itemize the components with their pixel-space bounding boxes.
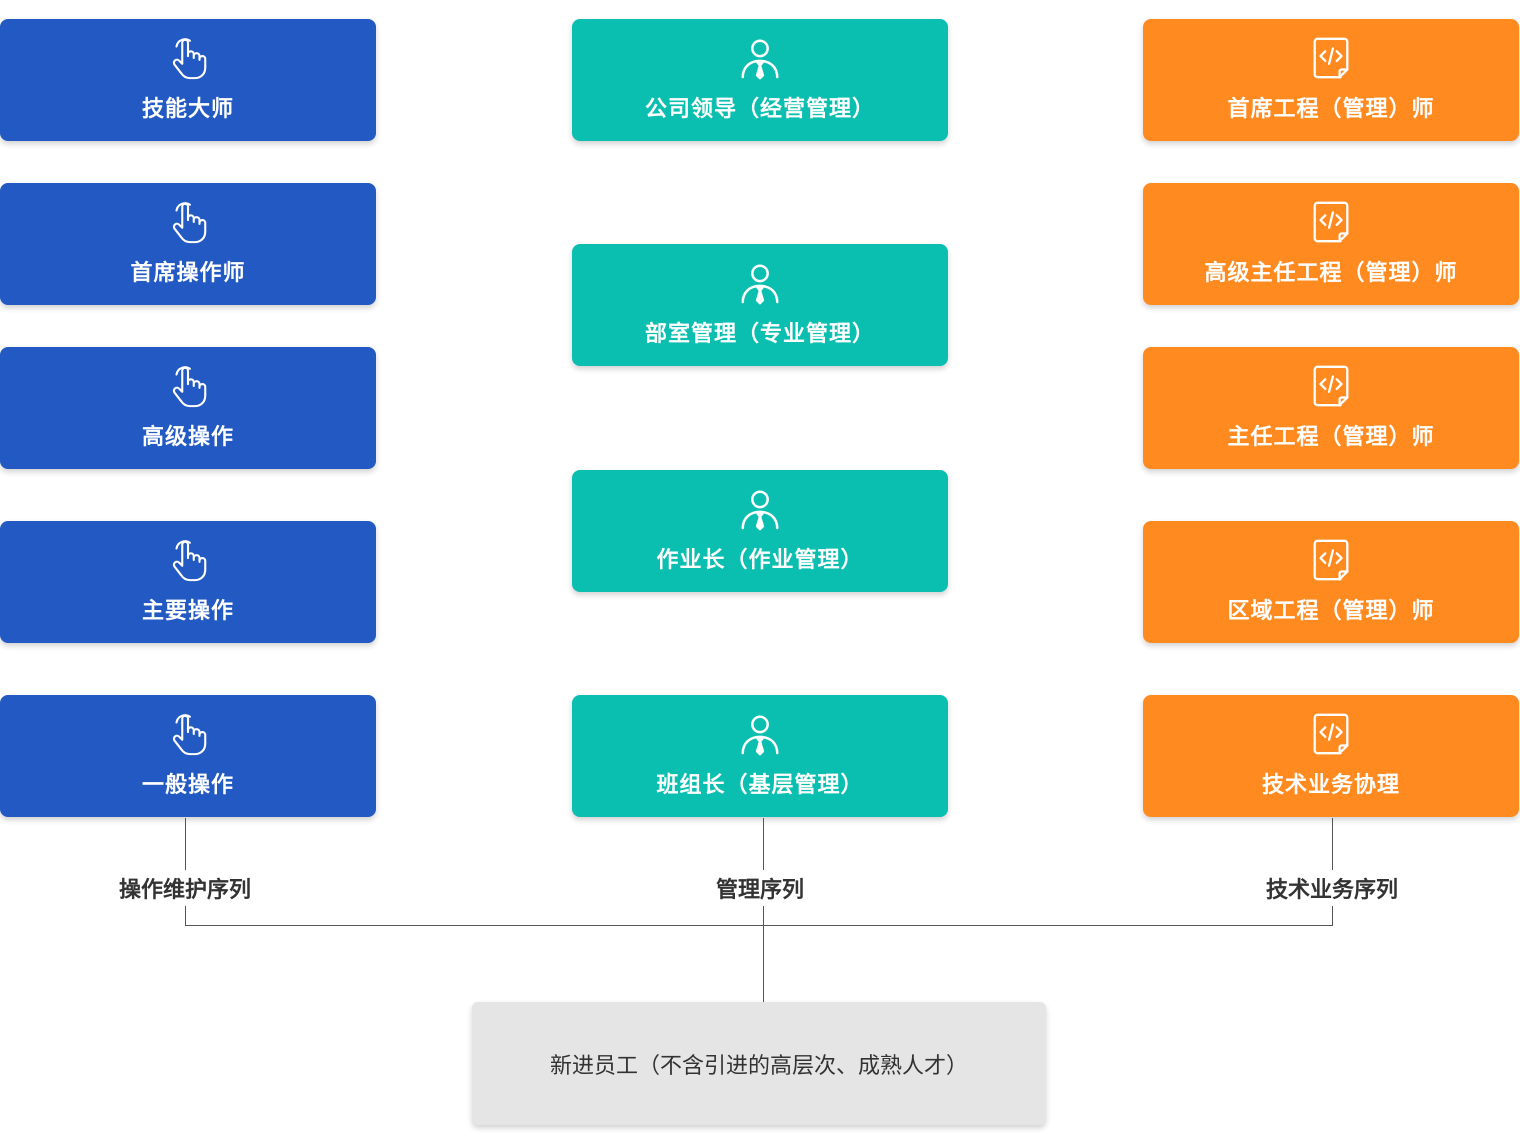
code-file-icon xyxy=(1306,361,1356,411)
technical-card-1: 首席工程（管理）师 xyxy=(1143,19,1519,141)
manager-icon xyxy=(735,709,785,759)
new-employee-label: 新进员工（不含引进的高层次、成熟人才） xyxy=(549,1053,968,1079)
management-item-label: 班组长（基层管理） xyxy=(656,773,864,798)
operation-item-label: 高级操作 xyxy=(141,425,234,450)
connector-operation-upper xyxy=(185,818,186,870)
technical-sequence-label: 技术业务序列 xyxy=(1265,878,1399,903)
code-file-icon xyxy=(1306,535,1356,585)
operation-card-5: 一般操作 xyxy=(0,695,376,817)
operation-card-2: 首席操作师 xyxy=(0,183,376,305)
hand-pointer-icon xyxy=(163,709,213,759)
operation-card-1: 技能大师 xyxy=(0,19,376,141)
management-card-3: 作业长（作业管理） xyxy=(572,470,948,592)
technical-item-label: 区域工程（管理）师 xyxy=(1227,599,1435,624)
technical-card-2: 高级主任工程（管理）师 xyxy=(1143,183,1519,305)
operation-sequence-label: 操作维护序列 xyxy=(118,878,252,903)
technical-card-5: 技术业务协理 xyxy=(1143,695,1519,817)
connector-horizontal xyxy=(185,925,1333,926)
hand-pointer-icon xyxy=(163,535,213,585)
manager-icon xyxy=(735,484,785,534)
operation-item-label: 技能大师 xyxy=(141,97,234,122)
technical-card-3: 主任工程（管理）师 xyxy=(1143,347,1519,469)
technical-item-label: 技术业务协理 xyxy=(1261,773,1400,798)
management-card-4: 班组长（基层管理） xyxy=(572,695,948,817)
operation-item-label: 一般操作 xyxy=(141,773,234,798)
connector-technical-upper xyxy=(1332,818,1333,870)
technical-item-label: 首席工程（管理）师 xyxy=(1227,97,1435,122)
technical-item-label: 高级主任工程（管理）师 xyxy=(1204,261,1458,286)
hand-pointer-icon xyxy=(163,361,213,411)
new-employee-box: 新进员工（不含引进的高层次、成熟人才） xyxy=(472,1002,1046,1125)
hand-pointer-icon xyxy=(163,197,213,247)
code-file-icon xyxy=(1306,33,1356,83)
management-card-2: 部室管理（专业管理） xyxy=(572,244,948,366)
technical-item-label: 主任工程（管理）师 xyxy=(1227,425,1435,450)
operation-item-label: 首席操作师 xyxy=(130,261,246,286)
operation-card-4: 主要操作 xyxy=(0,521,376,643)
hand-pointer-icon xyxy=(163,33,213,83)
management-item-label: 部室管理（专业管理） xyxy=(644,322,875,347)
management-card-1: 公司领导（经营管理） xyxy=(572,19,948,141)
manager-icon xyxy=(735,33,785,83)
connector-management-lower xyxy=(763,906,764,1002)
manager-icon xyxy=(735,258,785,308)
operation-item-label: 主要操作 xyxy=(141,599,234,624)
connector-technical-lower xyxy=(1332,906,1333,926)
operation-card-3: 高级操作 xyxy=(0,347,376,469)
code-file-icon xyxy=(1306,197,1356,247)
connector-management-upper xyxy=(763,818,764,870)
management-item-label: 公司领导（经营管理） xyxy=(644,97,875,122)
code-file-icon xyxy=(1306,709,1356,759)
management-sequence-label: 管理序列 xyxy=(715,878,805,903)
technical-card-4: 区域工程（管理）师 xyxy=(1143,521,1519,643)
connector-operation-lower xyxy=(185,906,186,926)
management-item-label: 作业长（作业管理） xyxy=(656,548,864,573)
